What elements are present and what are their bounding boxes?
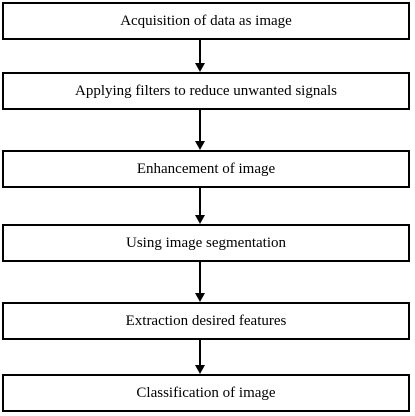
step-label: Enhancement of image [136,160,276,177]
step-enhancement: Enhancement of image [2,150,410,188]
step-label: Acquisition of data as image [120,12,292,29]
arrow-down-icon [195,340,205,374]
step-acquisition: Acquisition of data as image [2,2,410,40]
step-feature-extraction: Extraction desired features [2,302,410,340]
step-label: Applying filters to reduce unwanted sign… [74,82,338,99]
arrow-down-icon [195,188,205,224]
step-classification: Classification of image [2,374,410,412]
arrow-down-icon [195,40,205,72]
arrow-down-icon [195,110,205,150]
step-label: Using image segmentation [126,234,286,251]
step-segmentation: Using image segmentation [2,224,410,262]
step-label: Extraction desired features [125,312,287,329]
step-filtering: Applying filters to reduce unwanted sign… [2,72,410,110]
arrow-down-icon [195,262,205,302]
step-label: Classification of image [136,384,276,401]
